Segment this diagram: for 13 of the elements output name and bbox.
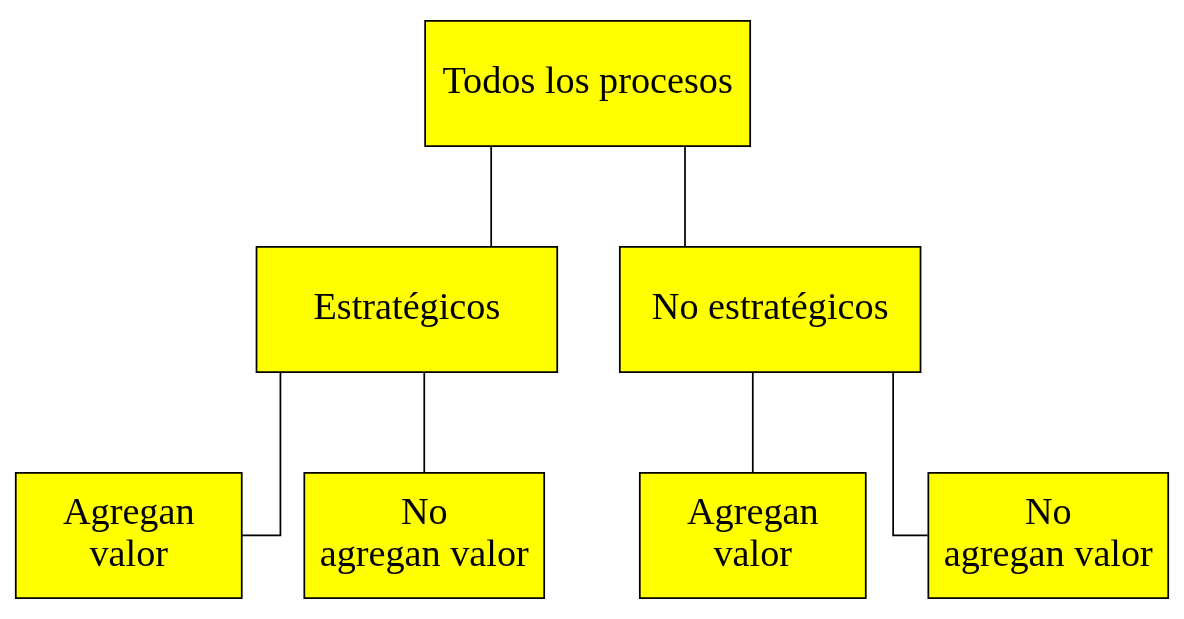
- connector: [684, 145, 686, 248]
- connector: [892, 371, 929, 537]
- node-box: Agregan valor: [14, 472, 243, 599]
- connector: [751, 371, 754, 474]
- node-box: No estratégicos: [618, 246, 922, 373]
- node-box: Agregan valor: [638, 472, 867, 599]
- node-box: Estratégicos: [255, 246, 559, 373]
- connector: [490, 145, 493, 248]
- connector: [423, 371, 426, 474]
- node-box: No agregan valor: [927, 472, 1170, 599]
- connector: [241, 371, 282, 537]
- node-box: Todos los procesos: [424, 20, 752, 147]
- node-box: No agregan valor: [303, 472, 546, 599]
